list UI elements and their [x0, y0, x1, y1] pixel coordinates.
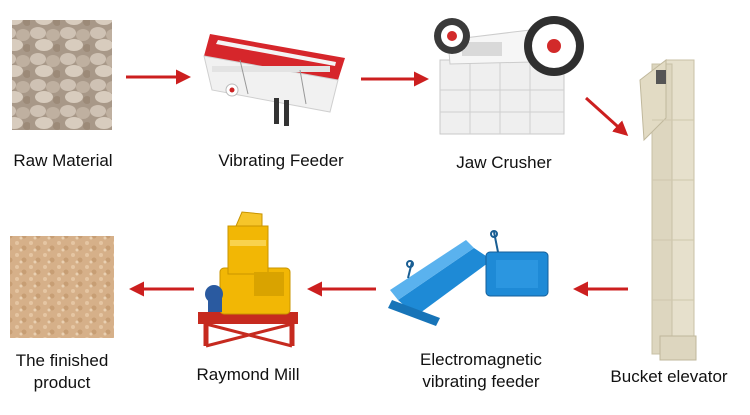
- label-line-1: Electromagnetic: [390, 349, 572, 371]
- jaw-crusher-icon: [434, 16, 584, 134]
- label-line-2: product: [0, 372, 124, 394]
- label-raw-material: Raw Material: [0, 150, 126, 172]
- arrow-crusher-to-elevator: [586, 98, 626, 134]
- label-vibrating-feeder: Vibrating Feeder: [200, 150, 362, 172]
- label-jaw-crusher: Jaw Crusher: [442, 152, 566, 174]
- label-finished-product: The finished product: [0, 350, 124, 394]
- electromagnetic-feeder-icon: [388, 231, 548, 326]
- raw-material-photo: [12, 20, 112, 130]
- raymond-mill-icon: [198, 212, 298, 346]
- label-electromagnetic-vibrating-feeder: Electromagnetic vibrating feeder: [390, 349, 572, 393]
- label-bucket-elevator: Bucket elevator: [590, 366, 748, 388]
- label-raymond-mill: Raymond Mill: [178, 364, 318, 386]
- bucket-elevator-icon: [640, 60, 696, 360]
- vibrating-feeder-icon: [204, 34, 345, 126]
- finished-product-photo: [10, 236, 114, 338]
- label-line-2: vibrating feeder: [390, 371, 572, 393]
- label-line-1: The finished: [0, 350, 124, 372]
